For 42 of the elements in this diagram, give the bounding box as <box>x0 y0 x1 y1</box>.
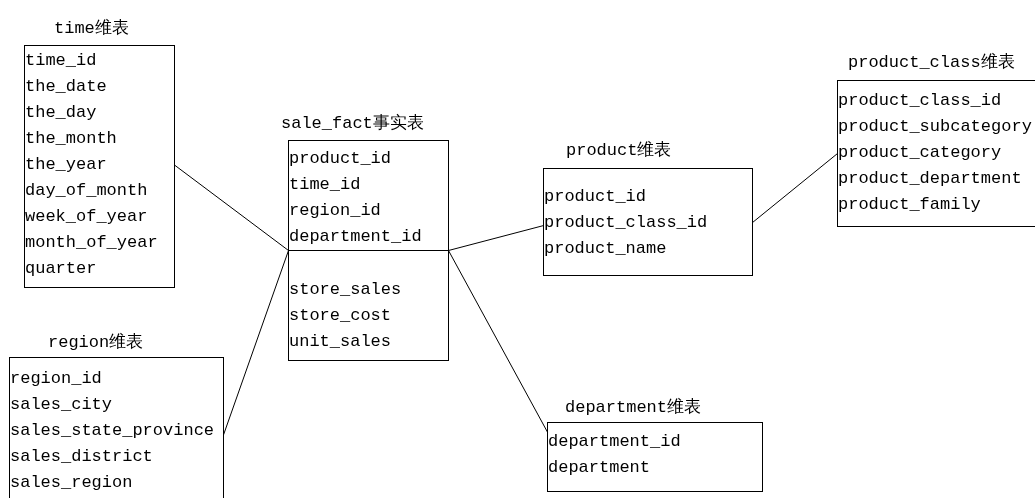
connector-line <box>448 250 548 433</box>
field-name: week_of_year <box>25 206 149 228</box>
field-name: time_id <box>25 50 98 72</box>
connector-line <box>752 153 838 224</box>
field-name: the_month <box>25 128 118 150</box>
field-name: unit_sales <box>289 331 393 353</box>
field-name: region_id <box>10 368 103 390</box>
field-name: store_sales <box>289 279 403 301</box>
connector-line <box>223 250 289 436</box>
field-name: the_day <box>25 102 98 124</box>
field-name: department <box>548 457 652 479</box>
field-name: product_category <box>838 142 1003 164</box>
field-name: quarter <box>25 258 98 280</box>
field-name: sales_city <box>10 394 114 416</box>
field-name: time_id <box>289 174 362 196</box>
connector-line <box>174 164 289 251</box>
field-name: product_family <box>838 194 982 216</box>
field-name: sales_state_province <box>10 420 216 442</box>
connector-line <box>448 225 544 251</box>
field-name: product_id <box>544 186 648 208</box>
table-title: product维表 <box>566 141 672 161</box>
field-name: day_of_month <box>25 180 149 202</box>
field-name: department_id <box>289 226 423 248</box>
field-name: the_year <box>25 154 108 176</box>
field-name: month_of_year <box>25 232 159 254</box>
field-name: the_date <box>25 76 108 98</box>
field-name: product_subcategory <box>838 116 1033 138</box>
field-name: sales_region <box>10 472 134 494</box>
field-name: product_class_id <box>838 90 1003 112</box>
table-title: time维表 <box>54 19 129 39</box>
field-name: product_class_id <box>544 212 709 234</box>
field-name: product_id <box>289 148 393 170</box>
table-title: sale_fact事实表 <box>281 114 424 134</box>
table-title: region维表 <box>48 333 144 353</box>
field-name: department_id <box>548 431 682 453</box>
field-name: store_cost <box>289 305 393 327</box>
field-name: product_name <box>544 238 668 260</box>
field-name: product_department <box>838 168 1023 190</box>
table-title: department维表 <box>565 398 702 418</box>
table-title: product_class维表 <box>848 53 1015 73</box>
field-name: region_id <box>289 200 382 222</box>
field-name: sales_district <box>10 446 154 468</box>
